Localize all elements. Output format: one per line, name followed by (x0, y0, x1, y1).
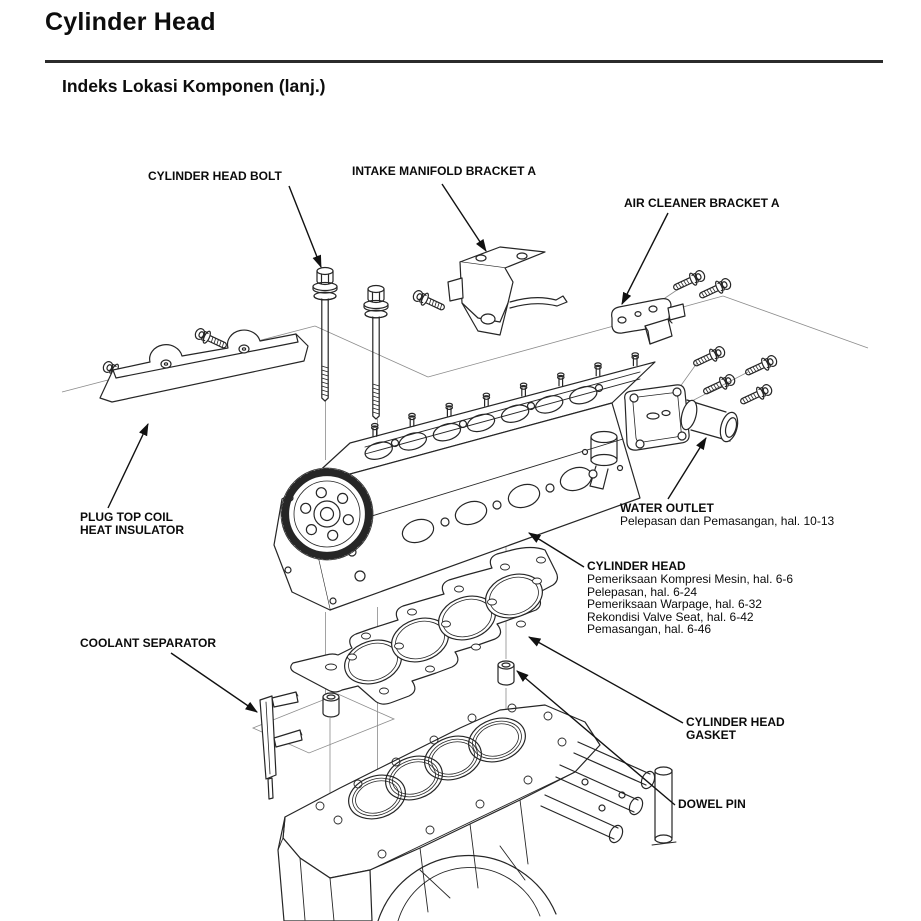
label-dowel-pin: DOWEL PIN (678, 797, 746, 811)
label-coolant-separator: COOLANT SEPARATOR (80, 636, 217, 650)
cylinder-head-drawing (273, 352, 656, 611)
intake-manifold-bracket-drawing (447, 246, 568, 336)
leader-plug-top-coil-heat-insulator (107, 422, 149, 509)
label-air-cleaner-bracket-a: AIR CLEANER BRACKET A (624, 196, 780, 210)
engine-block-drawing (277, 703, 677, 921)
leader-dowel-pin (516, 670, 676, 806)
head-gasket-drawing (290, 546, 559, 705)
coolant-separator-drawing (259, 691, 303, 800)
leader-cylinder-head-gasket (528, 636, 684, 724)
title-divider (45, 60, 883, 63)
leader-cylinder-head (528, 532, 585, 568)
leader-lines (107, 183, 707, 806)
label-cylinder-head-bolt: CYLINDER HEAD BOLT (148, 169, 282, 183)
label-cylinder-head: CYLINDER HEAD Pemeriksaan Kompresi Mesin… (587, 559, 794, 636)
label-cylinder-head-gasket: CYLINDER HEAD GASKET (686, 715, 785, 742)
leader-cylinder-head-bolt (288, 185, 322, 269)
leader-intake-manifold-bracket-a (441, 183, 487, 252)
plug-top-coil-heat-insulator-drawing (99, 329, 309, 403)
air-cleaner-bracket-drawing (611, 298, 686, 345)
leader-water-outlet (667, 437, 707, 500)
leader-coolant-separator (170, 652, 258, 713)
cylinder-head-bolts-drawing (312, 266, 389, 420)
label-water-outlet: WATER OUTLET Pelepasan dan Pemasangan, h… (620, 501, 835, 528)
leader-air-cleaner-bracket-a (621, 212, 669, 305)
label-intake-manifold-bracket-a: INTAKE MANIFOLD BRACKET A (352, 164, 536, 178)
water-outlet-drawing (624, 384, 739, 451)
page-title: Cylinder Head (45, 8, 216, 36)
label-plug-top-coil-heat-insulator: PLUG TOP COIL HEAT INSULATOR (80, 510, 184, 537)
section-subtitle: Indeks Lokasi Komponen (lanj.) (62, 76, 326, 96)
